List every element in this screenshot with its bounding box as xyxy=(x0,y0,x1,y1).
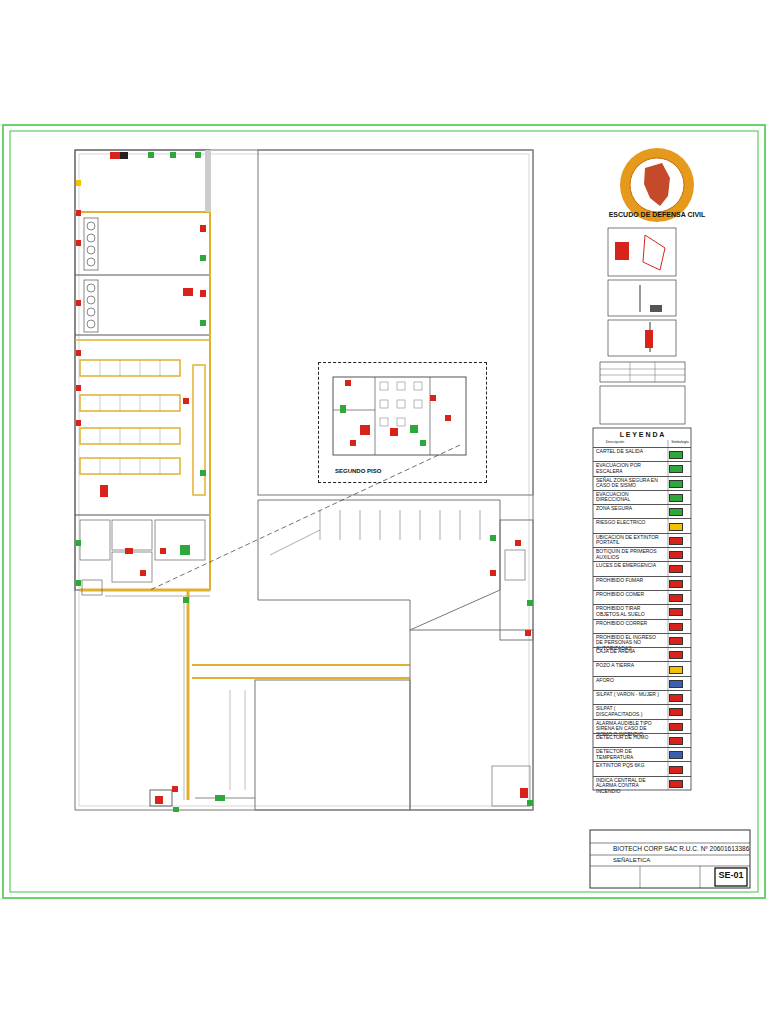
legend-text: INDICA CENTRAL DE ALARMA CONTRA INCENDIO xyxy=(596,778,660,795)
legend-swatch xyxy=(669,623,683,631)
floor-label: SEGUNDO PISO xyxy=(335,468,381,474)
legend-text: PROHIBIDO CORRER xyxy=(596,621,660,627)
legend-text: ZONA SEGURA xyxy=(596,506,660,512)
legend-row: PROHIBIDO TIRAR OBJETOS AL SUELO xyxy=(593,604,691,618)
legend-row: RIESGO ELECTRICO xyxy=(593,518,691,532)
legend-row: DETECTOR DE TEMPERATURA xyxy=(593,747,691,761)
legend-text: AFORO xyxy=(596,678,660,684)
legend-row: LUCES DE EMERGENCIA xyxy=(593,561,691,575)
legend-row: CARTEL DE SALIDA xyxy=(593,447,691,461)
legend-swatch xyxy=(669,694,683,702)
legend-swatch xyxy=(669,594,683,602)
legend-text: CAJA DE ARENA xyxy=(596,649,660,655)
legend-row: SEÑAL ZONA SEGURA EN CASO DE SISMO xyxy=(593,476,691,490)
legend-swatch xyxy=(669,608,683,616)
legend-text: UBICACION DE EXTINTOR PORTATIL xyxy=(596,535,660,546)
legend-text: SILPAT ( DISCAPACITADOS ) xyxy=(596,706,660,717)
legend-row: PROHIBIDO CORRER xyxy=(593,619,691,633)
sheet-title: SEÑALETICA xyxy=(613,857,650,864)
legend-text: DETECTOR DE TEMPERATURA xyxy=(596,749,660,760)
legend-row: INDICA CENTRAL DE ALARMA CONTRA INCENDIO xyxy=(593,776,691,790)
legend-swatch xyxy=(669,523,683,531)
legend-row: ZONA SEGURA xyxy=(593,504,691,518)
legend-swatch xyxy=(669,737,683,745)
legend-swatch xyxy=(669,565,683,573)
legend-text: EXTINTOR PQS 6KG xyxy=(596,763,660,769)
legend-text: LUCES DE EMERGENCIA xyxy=(596,563,660,569)
logo-caption: ESCUDO DE DEFENSA CIVIL xyxy=(609,211,706,219)
legend-swatch xyxy=(669,708,683,716)
legend-row: SILPAT ( DISCAPACITADOS ) xyxy=(593,704,691,718)
legend-row: BOTIQUIN DE PRIMEROS AUXILIOS xyxy=(593,547,691,561)
legend-text: SEÑAL ZONA SEGURA EN CASO DE SISMO xyxy=(596,478,660,489)
legend-swatch xyxy=(669,751,683,759)
legend-row: POZO A TIERRA xyxy=(593,661,691,675)
legend-text: EVACUACION DIRECCIONAL xyxy=(596,492,660,503)
legend-swatch xyxy=(669,551,683,559)
legend-text: CARTEL DE SALIDA xyxy=(596,449,660,455)
legend-swatch xyxy=(669,766,683,774)
legend-swatch xyxy=(669,508,683,516)
legend-swatch xyxy=(669,537,683,545)
legend-text: SILPAT ( VARON - MUJER ) xyxy=(596,692,660,698)
company-name: BIOTECH CORP SAC R.U.C. Nº 20601613386 xyxy=(613,845,749,852)
legend-text: POZO A TIERRA xyxy=(596,663,660,669)
legend-row: EXTINTOR PQS 6KG xyxy=(593,761,691,775)
column-header: Simbología xyxy=(671,441,689,445)
legend-text: DETECTOR DE HUMO xyxy=(596,735,660,741)
legend-swatch xyxy=(669,666,683,674)
legend-text: PROHIBIDO FUMAR xyxy=(596,578,660,584)
legend-heading: L E Y E N D A xyxy=(620,431,664,439)
legend-swatch xyxy=(669,680,683,688)
legend-row: PROHIBIDO FUMAR xyxy=(593,576,691,590)
column-header: Descripción xyxy=(606,441,624,445)
legend-box: CARTEL DE SALIDA EVACUACION POR ESCALERA S… xyxy=(593,447,691,790)
legend-swatch xyxy=(669,580,683,588)
legend-text: PROHIBIDO COMER xyxy=(596,592,660,598)
legend-swatch xyxy=(669,465,683,473)
legend-row: EVACUACION POR ESCALERA xyxy=(593,461,691,475)
legend-row: SILPAT ( VARON - MUJER ) xyxy=(593,690,691,704)
legend-swatch xyxy=(669,651,683,659)
legend-text: RIESGO ELECTRICO xyxy=(596,520,660,526)
legend-row: AFORO xyxy=(593,676,691,690)
legend-row: EVACUACION DIRECCIONAL xyxy=(593,490,691,504)
legend-row: ALARMA AUDIBLE TIPO SIRENA EN CASO DE SI… xyxy=(593,719,691,733)
legend-row: UBICACION DE EXTINTOR PORTATIL xyxy=(593,533,691,547)
legend-swatch xyxy=(669,780,683,788)
detail-frame: SEGUNDO PISO xyxy=(318,362,487,483)
legend-text: PROHIBIDO TIRAR OBJETOS AL SUELO xyxy=(596,606,660,617)
legend-row: PROHIBIDO COMER xyxy=(593,590,691,604)
sheet-number: SE-01 xyxy=(718,871,743,881)
legend-text: BOTIQUIN DE PRIMEROS AUXILIOS xyxy=(596,549,660,560)
legend-swatch xyxy=(669,494,683,502)
legend-swatch xyxy=(669,451,683,459)
legend-text: EVACUACION POR ESCALERA xyxy=(596,463,660,474)
legend-swatch xyxy=(669,723,683,731)
legend-swatch xyxy=(669,637,683,645)
legend-row: CAJA DE ARENA xyxy=(593,647,691,661)
legend-swatch xyxy=(669,480,683,488)
legend-row: DETECTOR DE HUMO xyxy=(593,733,691,747)
legend-row: PROHIBIDO EL INGRESO DE PERSONAS NO AUTO… xyxy=(593,633,691,647)
